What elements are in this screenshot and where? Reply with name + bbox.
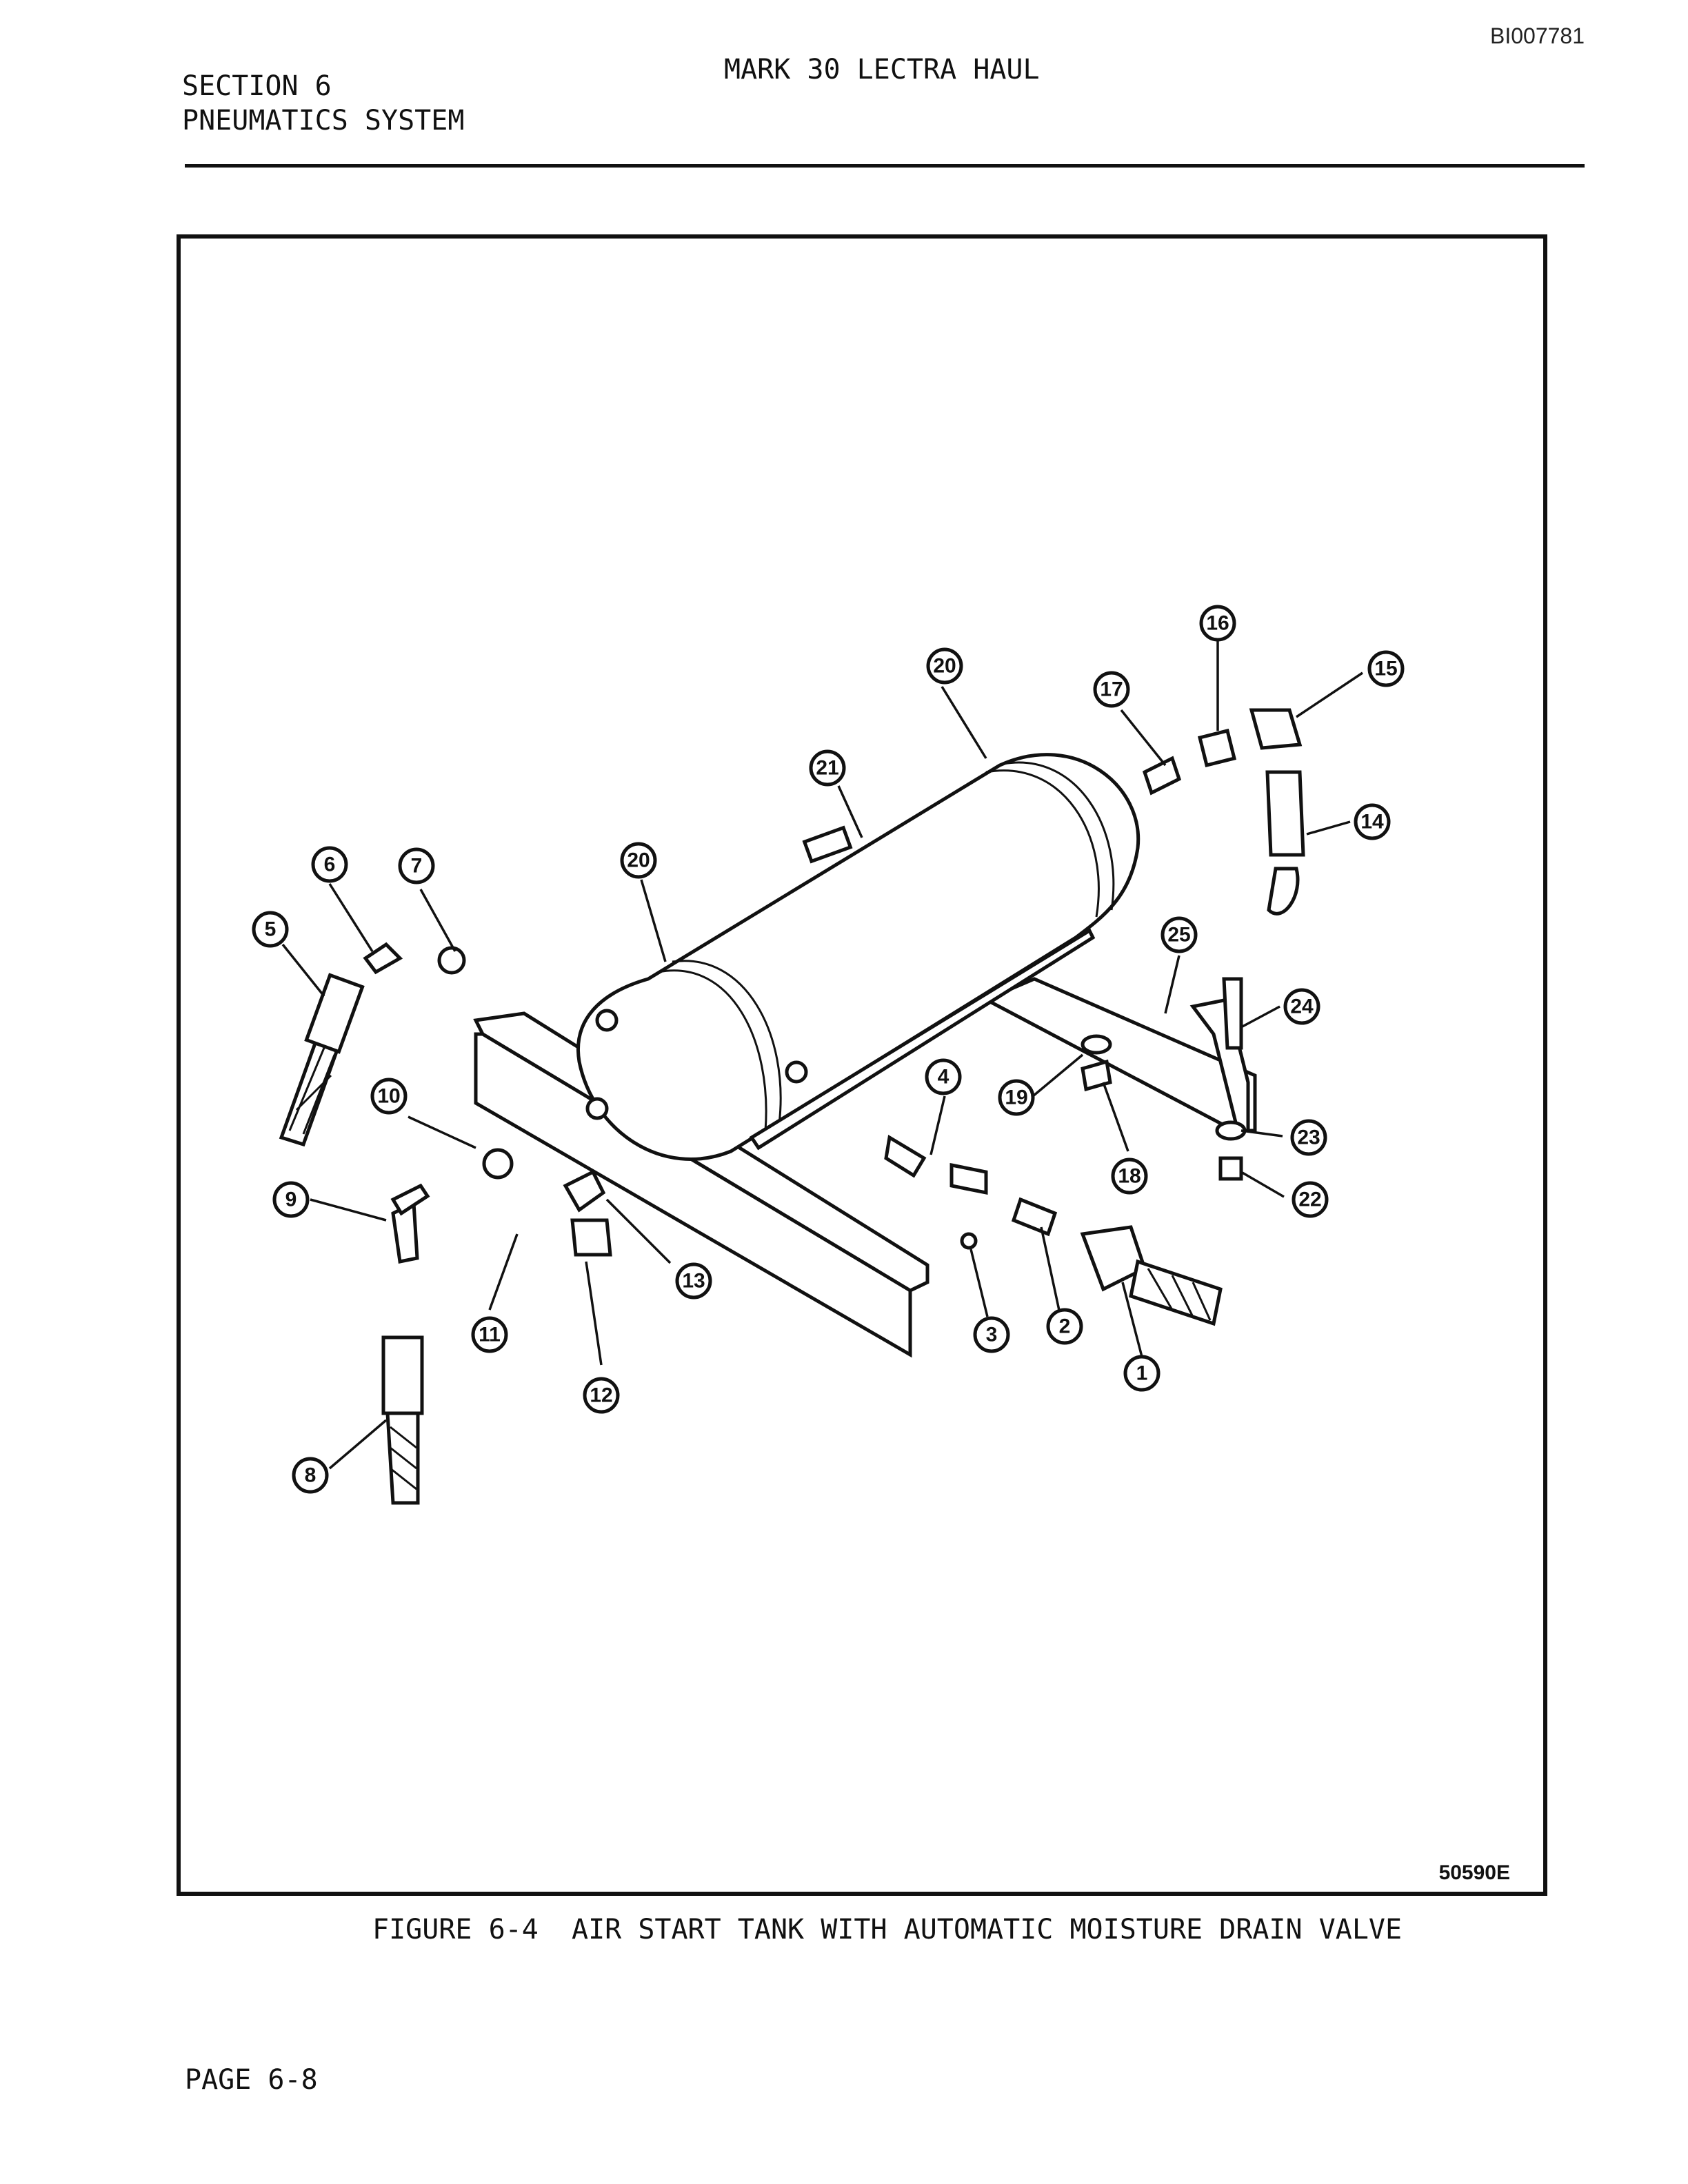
callout-15: 15 <box>1367 650 1405 687</box>
svg-text:19: 19 <box>1005 1086 1027 1109</box>
svg-text:18: 18 <box>1118 1165 1141 1188</box>
svg-text:14: 14 <box>1360 811 1384 833</box>
svg-text:2: 2 <box>1059 1315 1071 1338</box>
callout-5: 5 <box>252 911 289 948</box>
callout-3: 3 <box>973 1316 1010 1353</box>
section-name: PNEUMATICS SYSTEM <box>182 105 465 136</box>
callout-12: 12 <box>583 1377 620 1414</box>
figure-frame: 50590E <box>177 234 1547 1896</box>
figure-caption: FIGURE 6-4 AIR START TANK WITH AUTOMATIC… <box>372 1914 1403 1945</box>
callout-2: 2 <box>1046 1308 1083 1345</box>
callout-1: 1 <box>1123 1355 1160 1392</box>
svg-text:7: 7 <box>411 855 423 878</box>
svg-text:16: 16 <box>1206 612 1229 635</box>
callout-9: 9 <box>272 1181 310 1218</box>
document-id: BI007781 <box>1489 23 1585 48</box>
leader-lines <box>281 641 1363 1470</box>
hose-assembly-left <box>279 942 403 1147</box>
header-rule <box>185 164 1585 168</box>
svg-text:20: 20 <box>933 655 956 678</box>
callout-13: 13 <box>675 1262 712 1300</box>
callout-18: 18 <box>1111 1157 1148 1195</box>
callout-8: 8 <box>292 1457 329 1494</box>
manual-title: MARK 30 LECTRA HAUL <box>724 54 1040 85</box>
svg-text:4: 4 <box>938 1066 950 1089</box>
svg-text:15: 15 <box>1374 658 1397 680</box>
svg-text:10: 10 <box>377 1085 400 1108</box>
svg-text:11: 11 <box>479 1324 501 1346</box>
callout-20-right: 20 <box>926 647 963 685</box>
hose-assembly-lower <box>381 1200 424 1505</box>
callout-21: 21 <box>809 749 846 787</box>
callout-6: 6 <box>311 846 348 883</box>
callout-24: 24 <box>1283 988 1320 1025</box>
callout-19: 19 <box>998 1079 1035 1116</box>
svg-text:20: 20 <box>627 849 650 872</box>
callout-22: 22 <box>1292 1181 1329 1218</box>
callout-10: 10 <box>370 1078 408 1115</box>
svg-text:9: 9 <box>285 1189 297 1211</box>
svg-text:1: 1 <box>1136 1362 1148 1385</box>
svg-text:12: 12 <box>590 1384 612 1407</box>
svg-text:22: 22 <box>1298 1189 1321 1211</box>
callout-14: 14 <box>1354 803 1391 840</box>
section-heading: SECTION 6 PNEUMATICS SYSTEM <box>182 69 464 138</box>
svg-text:23: 23 <box>1297 1126 1320 1149</box>
svg-text:6: 6 <box>324 853 336 876</box>
svg-text:5: 5 <box>265 918 277 941</box>
svg-text:13: 13 <box>682 1270 705 1293</box>
callout-17: 17 <box>1093 671 1130 708</box>
callout-11: 11 <box>471 1316 508 1353</box>
svg-text:24: 24 <box>1290 995 1314 1018</box>
callout-16: 16 <box>1199 605 1236 642</box>
air-tank <box>576 753 1141 1161</box>
callout-20-left: 20 <box>620 842 657 879</box>
callout-7: 7 <box>398 847 435 884</box>
svg-text:3: 3 <box>986 1324 998 1346</box>
page-number: PAGE 6-8 <box>185 2064 318 2096</box>
callout-25: 25 <box>1160 916 1198 953</box>
callout-4: 4 <box>925 1058 962 1095</box>
hose-assembly-right <box>1080 1225 1223 1326</box>
fittings <box>390 708 1305 1257</box>
svg-text:8: 8 <box>305 1464 316 1487</box>
callout-23: 23 <box>1290 1119 1327 1156</box>
drawing-number: 50590E <box>1438 1861 1510 1884</box>
svg-text:17: 17 <box>1100 678 1123 701</box>
svg-text:25: 25 <box>1167 924 1190 947</box>
svg-text:21: 21 <box>816 757 838 780</box>
section-number: SECTION 6 <box>182 70 332 102</box>
